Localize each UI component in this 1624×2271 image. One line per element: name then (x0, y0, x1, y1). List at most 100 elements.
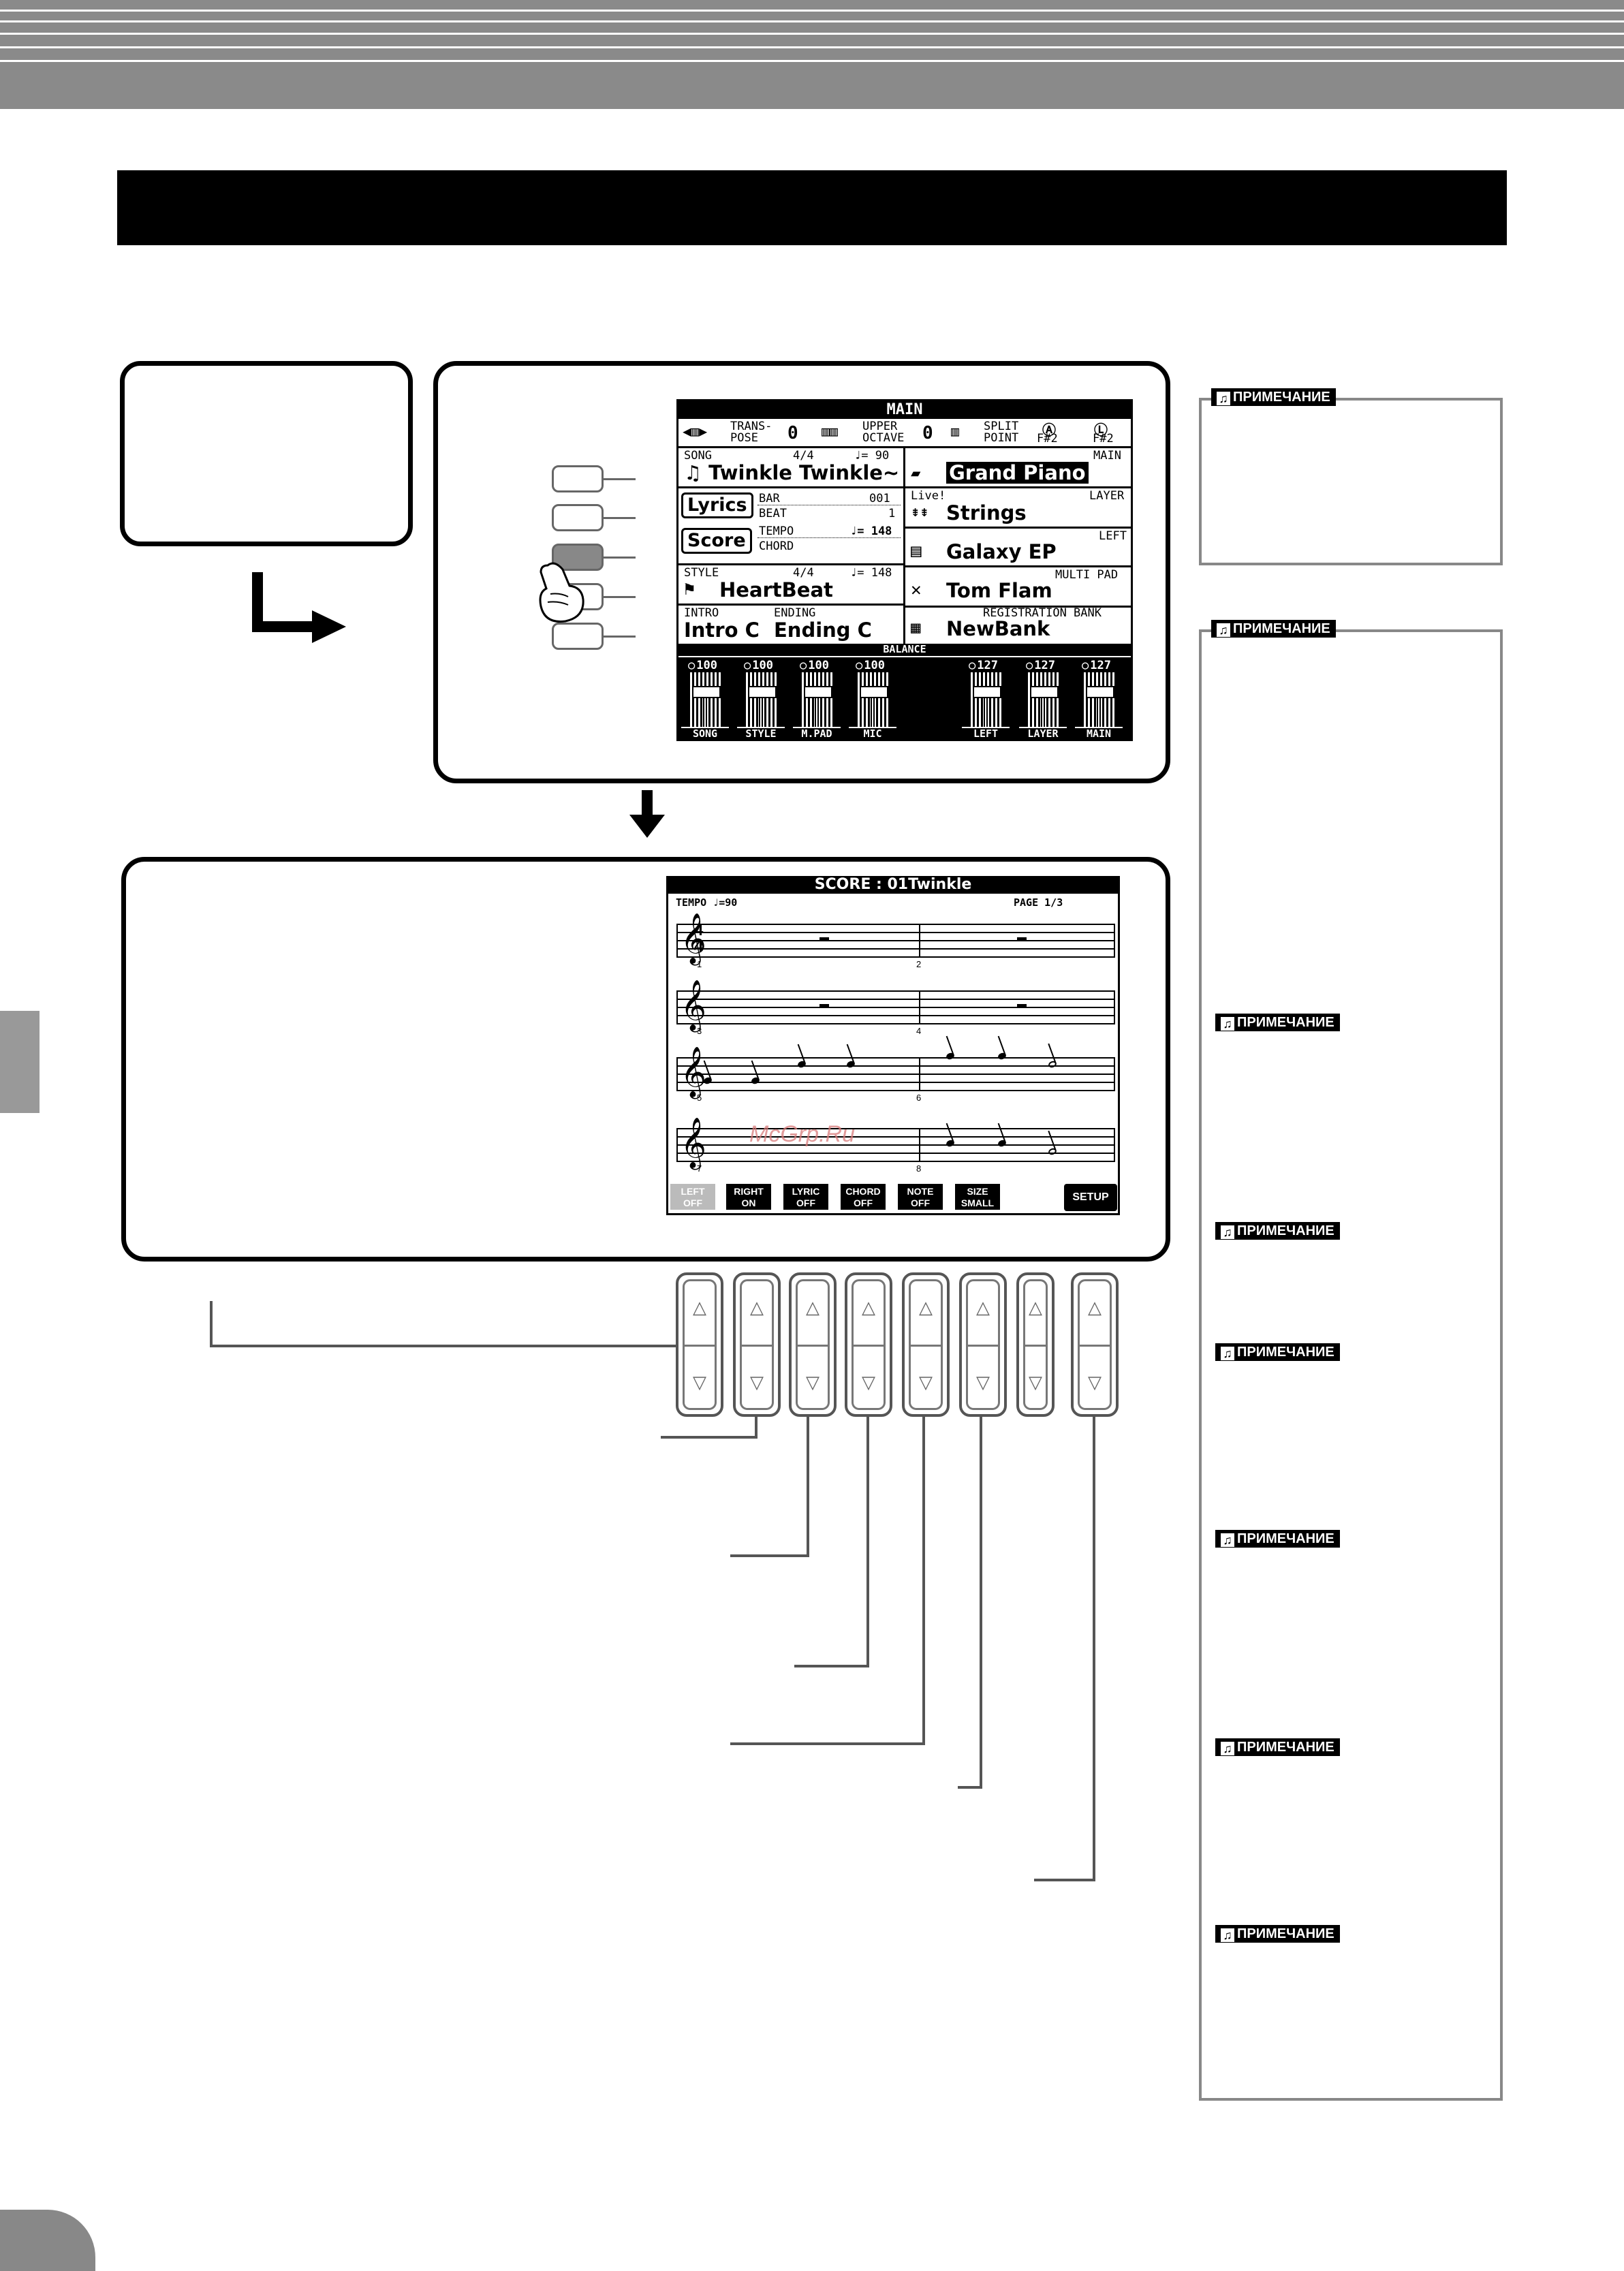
down-arrow-icon[interactable]: ▽ (976, 1372, 990, 1392)
ending-value[interactable]: Ending C (774, 618, 872, 642)
balance-title: BALANCE (883, 643, 926, 655)
note-icon: ♫ (1221, 1347, 1234, 1360)
down-arrow-icon[interactable]: ▽ (1029, 1372, 1042, 1392)
multipad-icon: ✕ (911, 580, 922, 600)
lcd-button-a[interactable] (552, 465, 636, 492)
strings-icon: ⇟⇟ (911, 503, 929, 520)
fader-slider[interactable]: LEFT (962, 671, 1010, 750)
score-button[interactable]: Score (681, 528, 752, 554)
up-arrow-icon[interactable]: △ (750, 1297, 764, 1317)
note-tag-3: ♫ПРИМЕЧАНИЕ (1215, 1014, 1340, 1031)
fader-slider[interactable]: STYLE (737, 671, 785, 750)
up-arrow-icon[interactable]: △ (1029, 1297, 1042, 1317)
down-arrow-icon[interactable]: ▽ (750, 1372, 764, 1392)
fader-label: M.PAD (793, 727, 841, 739)
lcd-button-c[interactable] (552, 544, 636, 571)
fader-slider[interactable]: MIC (849, 671, 896, 750)
lyrics-button[interactable]: Lyrics (681, 492, 753, 518)
up-arrow-icon[interactable]: △ (693, 1297, 706, 1317)
multipad-cell[interactable]: MULTI PAD ✕ Tom Flam (905, 567, 1131, 608)
up-arrow-icon[interactable]: △ (976, 1297, 990, 1317)
fader-value: ○100 (688, 659, 717, 672)
updown-button-4[interactable]: △▽ (845, 1272, 892, 1417)
down-arrow-icon[interactable]: ▽ (806, 1372, 819, 1392)
updown-button-2[interactable]: △▽ (733, 1272, 781, 1417)
treble-clef-icon: 𝄞 (681, 1047, 706, 1097)
score-page: PAGE 1/3 (1014, 896, 1063, 909)
fader-slider[interactable]: SONG (681, 671, 729, 750)
up-arrow-icon[interactable]: △ (862, 1297, 875, 1317)
transpose-value[interactable]: 0 (787, 423, 798, 443)
updown-button-3[interactable]: △▽ (789, 1272, 837, 1417)
lcd-button-e[interactable] (552, 623, 636, 650)
updown-button-1[interactable]: △▽ (676, 1272, 723, 1417)
setup-button[interactable]: SETUP (1064, 1184, 1117, 1211)
lcd-button-b[interactable] (552, 504, 636, 531)
main-voice-label: MAIN (1093, 449, 1121, 463)
down-arrow-icon[interactable]: ▽ (1088, 1372, 1102, 1392)
intro-value[interactable]: Intro C (684, 618, 760, 642)
whole-rest (819, 937, 829, 941)
updown-button-5[interactable]: △▽ (902, 1272, 950, 1417)
beat-label: BEAT (759, 507, 787, 520)
style-name: HeartBeat (719, 578, 833, 601)
fader-slider[interactable]: M.PAD (793, 671, 841, 750)
style-tempo: ♩= 148 (850, 566, 892, 580)
down-arrow-icon[interactable]: ▽ (693, 1372, 706, 1392)
fader-value: ○100 (744, 659, 773, 672)
fader-value: ○127 (1082, 659, 1111, 672)
fader-value: ○127 (1026, 659, 1055, 672)
upper-octave-value[interactable]: 0 (922, 423, 933, 443)
fader-label: MIC (849, 727, 896, 739)
whole-rest (819, 1004, 829, 1007)
split-left-value[interactable]: F#2 (1037, 432, 1058, 445)
up-arrow-icon[interactable]: △ (1088, 1297, 1102, 1317)
left-voice-cell[interactable]: LEFT ▤ Galaxy EP (905, 529, 1131, 567)
beat-value: 1 (888, 507, 896, 520)
note-tag-label: ПРИМЕЧАНИЕ (1237, 1223, 1334, 1238)
style-cell[interactable]: STYLE 4/4 ♩= 148 ⚑ HeartBeat (678, 565, 905, 606)
bent-arrow-icon (252, 572, 346, 643)
song-cell[interactable]: SONG 4/4 ♩= 90 ♫ Twinkle Twinkle~ (678, 448, 905, 488)
page-header-band (0, 0, 1624, 109)
down-arrow-icon[interactable]: ▽ (919, 1372, 933, 1392)
epiano-icon: ▤ (911, 541, 922, 561)
regbank-cell[interactable]: REGISTRATION BANK ▦ NewBank (905, 606, 1131, 644)
up-arrow-icon[interactable]: △ (806, 1297, 819, 1317)
updown-button-6[interactable]: △▽ (959, 1272, 1007, 1417)
up-arrow-icon[interactable]: △ (919, 1297, 933, 1317)
layer-voice-cell[interactable]: Live! LAYER ⇟⇟ Strings (905, 488, 1131, 529)
softkey-bottom-label: OFF (854, 1197, 873, 1208)
treble-clef-icon: 𝄞 (681, 980, 706, 1031)
softkey-top-label: LYRIC (792, 1186, 820, 1197)
softkey-top-label: NOTE (907, 1186, 934, 1197)
note-tag-label: ПРИМЕЧАНИЕ (1237, 1926, 1334, 1941)
note-tag-label: ПРИМЕЧАНИЕ (1237, 1740, 1334, 1755)
updown-button-7[interactable]: △▽ (1016, 1272, 1055, 1417)
fader-slider[interactable]: MAIN (1075, 671, 1123, 750)
circle-icon: ○ (688, 659, 696, 672)
split-keyboard-icon: ▥ (951, 423, 960, 439)
note-tag-label: ПРИМЕЧАНИЕ (1233, 390, 1330, 405)
note-box-top (1199, 398, 1503, 565)
transpose-label-2: POSE (730, 431, 758, 445)
bar-label: BAR (759, 492, 780, 505)
fader-slider[interactable]: LAYER (1019, 671, 1067, 750)
down-arrow-icon (629, 790, 665, 838)
main-voice-cell[interactable]: MAIN ▰ Grand Piano (905, 448, 1131, 488)
split-right-value[interactable]: F#2 (1093, 432, 1114, 445)
song-time-signature: 4/4 (793, 449, 814, 463)
pressing-hand-icon (539, 562, 584, 623)
down-arrow-icon[interactable]: ▽ (862, 1372, 875, 1392)
main-voice-name: Grand Piano (946, 462, 1089, 484)
updown-button-8[interactable]: △▽ (1071, 1272, 1119, 1417)
fader-value: ○100 (800, 659, 829, 672)
